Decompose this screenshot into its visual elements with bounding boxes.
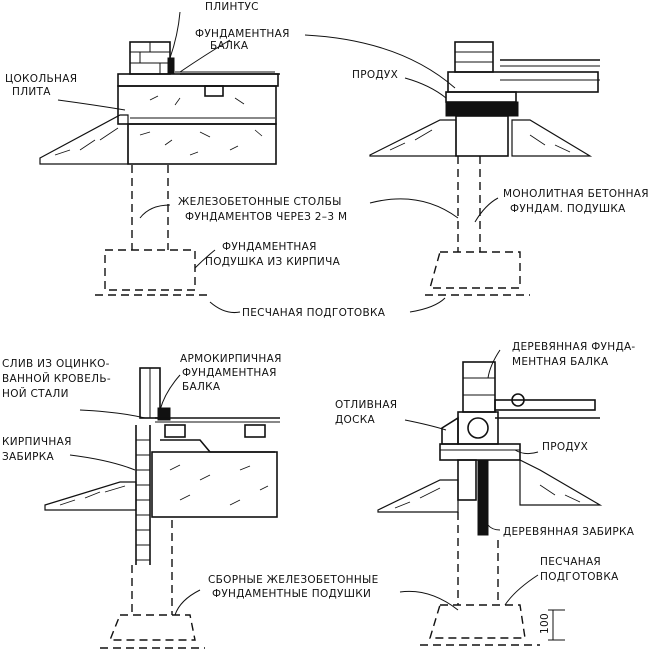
- label-sliv-3: НОЙ СТАЛИ: [2, 387, 69, 400]
- label-plintus: ПЛИНТУС: [205, 1, 259, 13]
- label-fund-balka-2: БАЛКА: [210, 40, 249, 52]
- detail-bottom-left: [44, 367, 280, 649]
- detail-top-left: [39, 41, 280, 296]
- label-tsokol-2: ПЛИТА: [12, 86, 51, 98]
- drip-board: [441, 416, 459, 445]
- label-fund-balka-1: ФУНДАМЕНТНАЯ: [195, 28, 290, 40]
- vent: [445, 91, 517, 103]
- floor-structure: [447, 71, 599, 93]
- label-produkh-bottom: ПРОДУХ: [542, 441, 588, 453]
- foundation-beam: [117, 73, 279, 87]
- label-otliv-1: ОТЛИВНАЯ: [335, 399, 397, 411]
- label-derev-balka-2: МЕНТНАЯ БАЛКА: [512, 356, 609, 368]
- leader-lines: [57, 11, 539, 616]
- label-podushka-1: ФУНДАМЕНТНАЯ: [222, 241, 317, 253]
- label-monolit-2: ФУНДАМ. ПОДУШКА: [510, 203, 626, 215]
- wooden-foundation-beam: [457, 411, 499, 445]
- label-pesok-bottom-1: ПЕСЧАНАЯ: [540, 556, 601, 568]
- label-armo-3: БАЛКА: [182, 381, 221, 393]
- label-sbornye-1: СБОРНЫЕ ЖЕЛЕЗОБЕТОННЫЕ: [208, 574, 379, 586]
- label-armo-2: ФУНДАМЕНТНАЯ: [182, 367, 277, 379]
- plinth: [167, 57, 175, 75]
- label-pesok-top: ПЕСЧАНАЯ ПОДГОТОВКА: [242, 307, 386, 319]
- reinforced-brick-beam: [164, 424, 186, 438]
- brick-wall: [454, 41, 494, 73]
- label-stolby-2: ФУНДАМЕНТОВ ЧЕРЕЗ 2–3 М: [185, 211, 347, 223]
- label-armo-1: АРМОКИРПИЧНАЯ: [180, 353, 282, 365]
- monolithic-pad: [429, 251, 521, 289]
- detail-top-right: [369, 41, 600, 296]
- label-pesok-bottom-2: ПОДГОТОВКА: [540, 571, 619, 583]
- ground-block: [127, 123, 277, 165]
- label-stolby-1: ЖЕЛЕЗОБЕТОННЫЕ СТОЛБЫ: [178, 196, 342, 208]
- label-sliv-2: ВАННОЙ КРОВЕЛЬ-: [2, 372, 111, 385]
- label-otliv-2: ДОСКА: [335, 414, 375, 426]
- label-tsokol-1: ЦОКОЛЬНАЯ: [5, 73, 77, 85]
- wooden-skirt: [477, 459, 489, 536]
- detail-bottom-right: [377, 361, 603, 646]
- label-sliv-1: СЛИВ ИЗ ОЦИНКО-: [2, 358, 110, 370]
- label-derev-zabirka: ДЕРЕВЯННАЯ ЗАБИРКА: [503, 526, 635, 538]
- vent: [439, 443, 521, 461]
- label-derev-balka-1: ДЕРЕВЯННАЯ ФУНДА-: [512, 341, 636, 353]
- label-kirp-1: КИРПИЧНАЯ: [2, 436, 72, 448]
- label-produkh-top: ПРОДУХ: [352, 69, 398, 81]
- sand-bed-pad: [429, 604, 526, 639]
- label-kirp-2: ЗАБИРКА: [2, 451, 55, 463]
- label-sbornye-2: ФУНДАМЕНТНЫЕ ПОДУШКИ: [212, 588, 371, 600]
- label-dim-100: 100: [539, 613, 551, 634]
- label-monolit-1: МОНОЛИТНАЯ БЕТОННАЯ: [503, 188, 649, 200]
- brick-pad: [104, 249, 196, 291]
- label-podushka-2: ПОДУШКА ИЗ КИРПИЧА: [205, 256, 341, 268]
- prefab-pad: [108, 614, 196, 641]
- top-slab: [445, 101, 519, 117]
- ground-block: [151, 451, 278, 518]
